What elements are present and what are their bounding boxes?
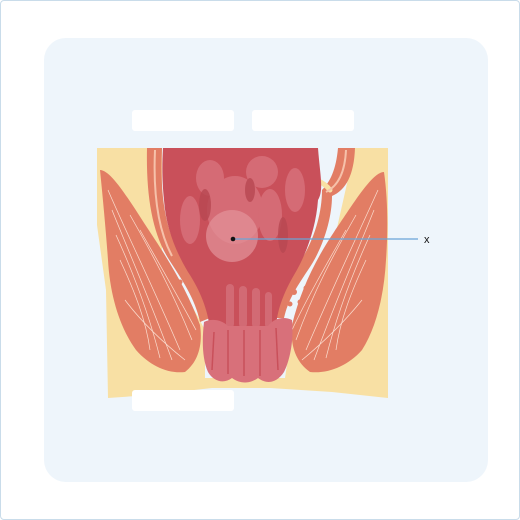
pointer-dot bbox=[230, 236, 236, 242]
right-rectal-wall bbox=[274, 148, 355, 318]
mucosa-highlight bbox=[206, 210, 258, 262]
anal-canal bbox=[202, 318, 293, 383]
left-wall-stripe bbox=[153, 149, 173, 257]
right-muscle-fibers bbox=[291, 189, 379, 361]
right-fat-nodules bbox=[287, 247, 315, 307]
left-muscle-fibers bbox=[107, 189, 197, 361]
label-box-top-right[interactable] bbox=[252, 110, 354, 131]
left-levator-ani-muscle bbox=[100, 170, 201, 373]
label-box-top-left[interactable] bbox=[132, 110, 234, 131]
left-fat-nodules bbox=[175, 245, 201, 303]
anal-canal-ridges bbox=[211, 327, 279, 376]
right-wall-stripe bbox=[325, 149, 347, 193]
mucosa-shadows bbox=[199, 178, 288, 253]
pointer-label: x bbox=[424, 234, 430, 246]
label-box-bottom[interactable] bbox=[132, 390, 234, 411]
anal-columns bbox=[226, 284, 272, 328]
